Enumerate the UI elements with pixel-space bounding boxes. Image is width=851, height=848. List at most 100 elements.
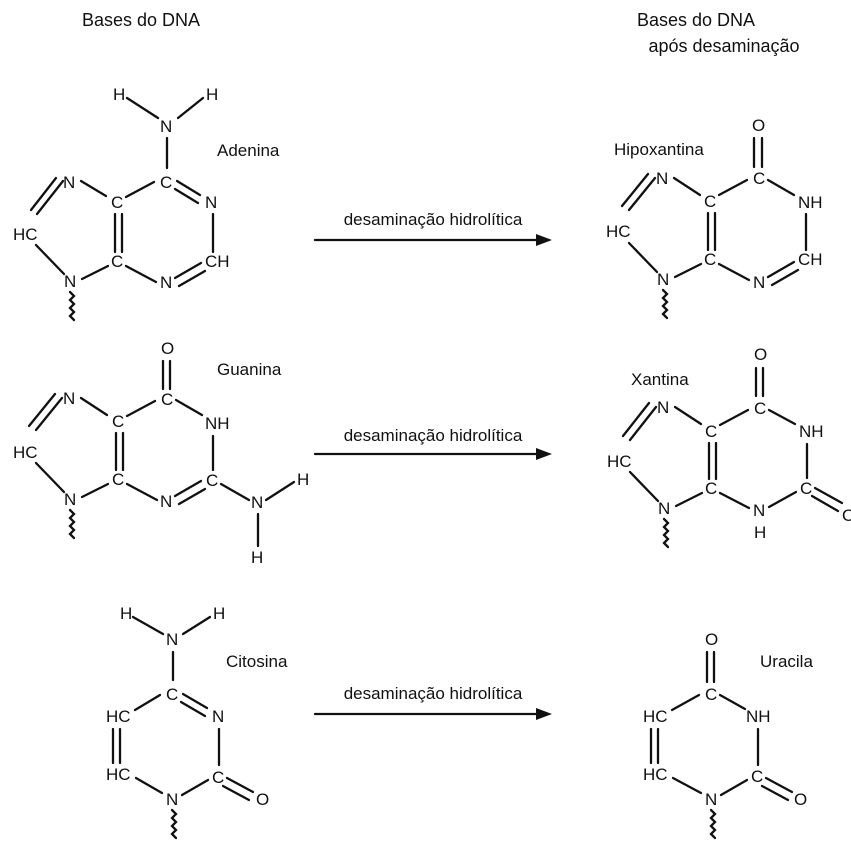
bond bbox=[34, 243, 66, 276]
bond bbox=[627, 241, 659, 274]
hipoxantina-atom-ch2: CH bbox=[798, 250, 823, 269]
citosina-atom-hc5: HC bbox=[106, 707, 131, 726]
xantina-atom-n3: N bbox=[753, 501, 765, 520]
adenina-atom-h1: H bbox=[113, 85, 125, 104]
citosina-atom-c2: C bbox=[212, 768, 224, 787]
guanina-atom-n3: N bbox=[160, 492, 172, 511]
bond bbox=[766, 260, 796, 279]
arrow-head bbox=[536, 234, 552, 246]
reaction-arrow-1 bbox=[313, 234, 552, 246]
bond bbox=[173, 187, 200, 205]
bond bbox=[621, 401, 651, 438]
adenina-atom-n-amino: N bbox=[160, 117, 172, 136]
adenina-atom-c5: C bbox=[111, 193, 123, 212]
xantina-atom-o: O bbox=[754, 345, 767, 364]
adenina-atom-ch2: CH bbox=[205, 252, 230, 271]
guanina-atom-h2: H bbox=[251, 548, 263, 567]
bond bbox=[29, 176, 58, 212]
bond bbox=[181, 615, 212, 636]
bond-wavy bbox=[68, 290, 76, 322]
bond bbox=[177, 487, 207, 506]
reaction-label-3: desaminação hidrolítica bbox=[344, 684, 523, 703]
bond bbox=[264, 480, 296, 502]
bond bbox=[760, 784, 790, 802]
guanina-atom-nh1: NH bbox=[205, 414, 230, 433]
uracila-atom-c2: C bbox=[751, 767, 763, 786]
reaction-arrow-2 bbox=[313, 448, 552, 460]
bond bbox=[221, 784, 251, 802]
bond-wavy bbox=[661, 288, 669, 320]
header-left: Bases do DNA bbox=[82, 10, 200, 30]
adenina-structure: H H N C N C N HC C CH N N bbox=[13, 85, 230, 322]
bond bbox=[179, 700, 207, 718]
hipoxantina-structure: O C N C NH HC C CH N N bbox=[606, 116, 823, 320]
guanina-atom-c4: C bbox=[112, 470, 124, 489]
xantina-atom-c4: C bbox=[705, 479, 717, 498]
reaction-label-1: desaminação hidrolítica bbox=[344, 210, 523, 229]
adenina-atom-c4: C bbox=[111, 252, 123, 271]
hipoxantina-atom-n7: N bbox=[656, 169, 668, 188]
bond bbox=[673, 405, 703, 426]
bond bbox=[124, 180, 156, 199]
uracila-atom-hc6: HC bbox=[643, 765, 668, 784]
guanina-atom-hc8: HC bbox=[13, 443, 38, 462]
bond bbox=[764, 776, 794, 794]
citosina-atom-n-amino: N bbox=[166, 630, 178, 649]
bond bbox=[813, 486, 844, 505]
adenina-atom-n1: N bbox=[205, 193, 217, 212]
label-guanina: Guanina bbox=[217, 360, 282, 379]
uracila-atom-n1: N bbox=[705, 790, 717, 809]
guanina-atom-o: O bbox=[161, 339, 174, 358]
guanina-atom-n-amino: N bbox=[251, 493, 263, 512]
guanina-atom-c2: C bbox=[206, 471, 218, 490]
bond bbox=[719, 778, 749, 797]
hipoxantina-atom-o: O bbox=[752, 116, 765, 135]
citosina-structure: H H N C HC N HC C N O bbox=[106, 604, 269, 840]
bond bbox=[134, 776, 164, 795]
adenina-atom-n7: N bbox=[63, 173, 75, 192]
adenina-atom-h2: H bbox=[206, 85, 218, 104]
xantina-atom-c6: C bbox=[754, 399, 766, 418]
bond bbox=[34, 396, 64, 432]
bond bbox=[766, 178, 796, 197]
bond bbox=[174, 398, 204, 417]
uracila-atom-nh3: NH bbox=[746, 707, 771, 726]
bond bbox=[175, 179, 202, 197]
xantina-structure: O C N C NH HC C C N N H O bbox=[607, 345, 851, 549]
bond-wavy bbox=[68, 508, 76, 540]
bond bbox=[225, 776, 255, 794]
bond bbox=[670, 693, 701, 712]
xantina-atom-n9: N bbox=[658, 499, 670, 518]
label-uracila: Uracila bbox=[760, 652, 813, 671]
header-right-line2: após desaminação bbox=[648, 36, 799, 56]
bond bbox=[219, 482, 251, 502]
guanina-structure: O C N C NH HC C C H N N N H bbox=[13, 339, 309, 567]
hipoxantina-atom-c5: C bbox=[704, 192, 716, 211]
bond bbox=[718, 693, 747, 711]
uracila-structure: O C HC NH HC C N O bbox=[643, 630, 807, 840]
label-xantina: Xantina bbox=[631, 370, 689, 389]
header-right-line1: Bases do DNA bbox=[637, 10, 755, 30]
bond bbox=[80, 264, 110, 281]
bond-wavy bbox=[662, 517, 670, 549]
citosina-atom-h1: H bbox=[120, 604, 132, 623]
bond bbox=[181, 692, 209, 710]
xantina-atom-o2: O bbox=[842, 506, 851, 525]
bond bbox=[80, 482, 110, 499]
adenina-atom-n3: N bbox=[160, 273, 172, 292]
adenina-atom-hc8: HC bbox=[13, 225, 38, 244]
bond bbox=[125, 482, 159, 502]
bond bbox=[125, 399, 157, 418]
bond bbox=[767, 490, 798, 509]
uracila-atom-o2: O bbox=[794, 790, 807, 809]
label-citosina: Citosina bbox=[226, 652, 288, 671]
guanina-atom-c6: C bbox=[161, 390, 173, 409]
bond bbox=[176, 96, 205, 120]
bond bbox=[173, 479, 203, 498]
bond bbox=[718, 491, 751, 510]
xantina-atom-c5: C bbox=[705, 422, 717, 441]
citosina-atom-n3: N bbox=[212, 707, 224, 726]
guanina-atom-c5: C bbox=[112, 412, 124, 431]
hipoxantina-atom-c4: C bbox=[704, 250, 716, 269]
xantina-atom-hc8: HC bbox=[607, 452, 632, 471]
